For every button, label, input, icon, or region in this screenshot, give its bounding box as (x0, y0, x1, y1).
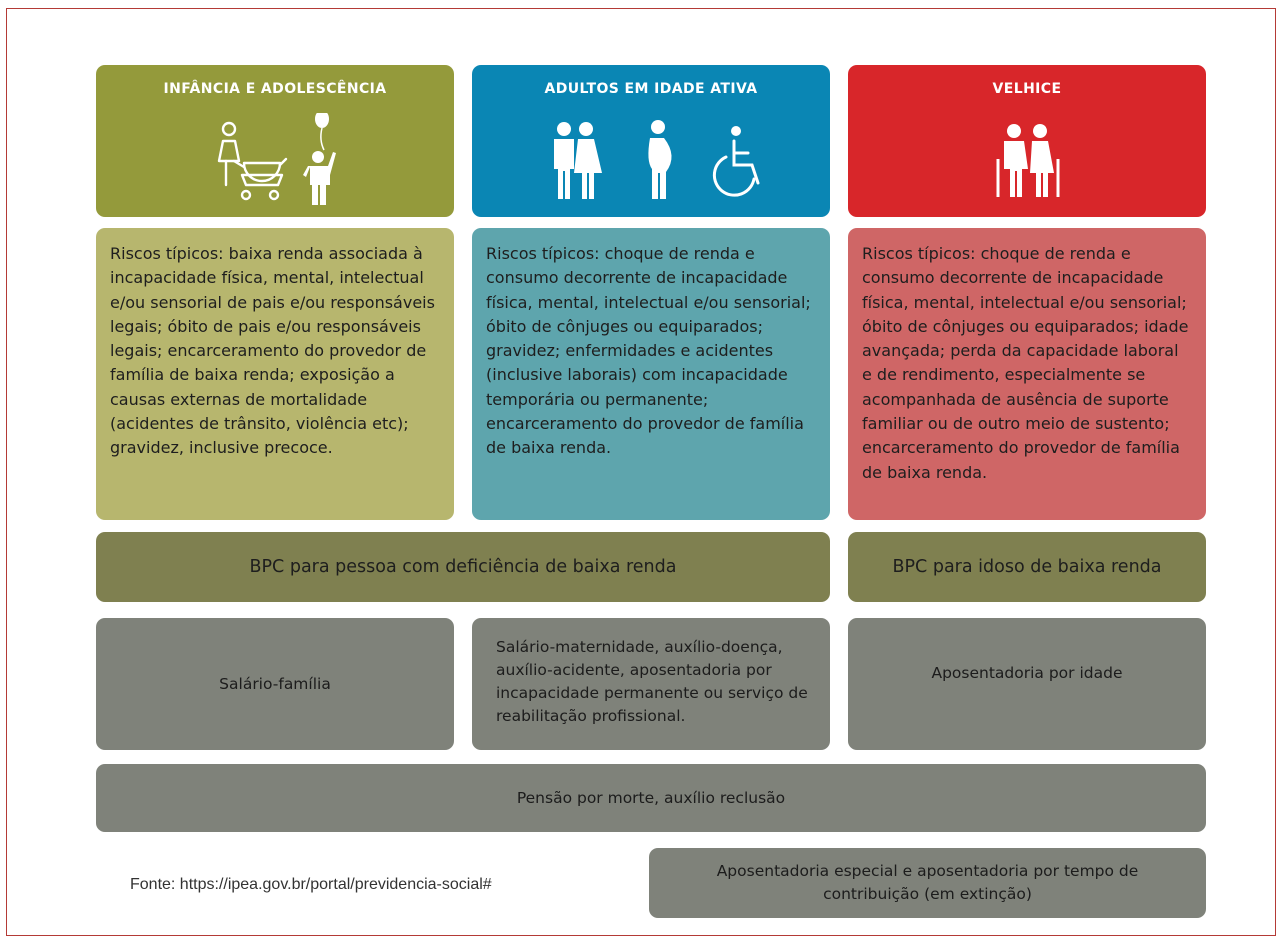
risks-infancia-text: Riscos típicos: baixa renda associada à … (110, 244, 435, 458)
header-velhice-title: VELHICE (992, 81, 1062, 97)
source-caption: Fonte: https://ipea.gov.br/portal/previd… (130, 876, 492, 893)
bpc-deficiencia: BPC para pessoa com deficiência de baixa… (96, 532, 830, 602)
infancia-icons (217, 113, 336, 205)
velhice-icons (996, 124, 1060, 197)
bpc-idoso-text: BPC para idoso de baixa renda (892, 557, 1162, 577)
wheelchair-user-icon (712, 126, 760, 197)
beneficios-adultos: Salário-maternidade, auxílio-doença, aux… (472, 618, 830, 750)
child-with-balloon-icon (303, 113, 336, 205)
adultos-icons (554, 120, 760, 199)
header-velhice: VELHICE (848, 65, 1206, 217)
bpc-deficiencia-text: BPC para pessoa com deficiência de baixa… (249, 557, 677, 577)
aposentadoria-idade: Aposentadoria por idade (848, 618, 1206, 750)
risks-adultos: Riscos típicos: choque de renda e consum… (472, 228, 830, 520)
pensao-por-morte: Pensão por morte, auxílio reclusão (96, 764, 1206, 832)
elderly-couple-icon (996, 124, 1060, 197)
aposentadoria-especial-text: Aposentadoria especial e aposentadoria p… (716, 862, 1139, 903)
pensao-por-morte-text: Pensão por morte, auxílio reclusão (516, 788, 786, 807)
figure-frame (6, 8, 1276, 936)
header-adultos: ADULTOS EM IDADE ATIVA (472, 65, 830, 217)
salario-familia: Salário-família (96, 618, 454, 750)
header-infancia: INFÂNCIA E ADOLESCÊNCIA (96, 65, 454, 217)
aposentadoria-especial: Aposentadoria especial e aposentadoria p… (649, 848, 1206, 918)
bpc-idoso: BPC para idoso de baixa renda (848, 532, 1206, 602)
risks-infancia: Riscos típicos: baixa renda associada à … (96, 228, 454, 520)
pregnant-woman-icon (648, 120, 672, 199)
header-infancia-title: INFÂNCIA E ADOLESCÊNCIA (163, 81, 387, 97)
header-adultos-title: ADULTOS EM IDADE ATIVA (544, 81, 758, 97)
risks-adultos-text: Riscos típicos: choque de renda e consum… (486, 244, 811, 458)
man-and-woman-icon (554, 122, 602, 199)
salario-familia-text: Salário-família (219, 674, 331, 693)
aposentadoria-idade-text: Aposentadoria por idade (931, 664, 1123, 682)
caregiver-with-stroller-icon (217, 121, 288, 201)
beneficios-adultos-text: Salário-maternidade, auxílio-doença, aux… (496, 638, 808, 725)
risks-velhice: Riscos típicos: choque de renda e consum… (848, 228, 1206, 520)
risks-velhice-text: Riscos típicos: choque de renda e consum… (862, 244, 1189, 482)
